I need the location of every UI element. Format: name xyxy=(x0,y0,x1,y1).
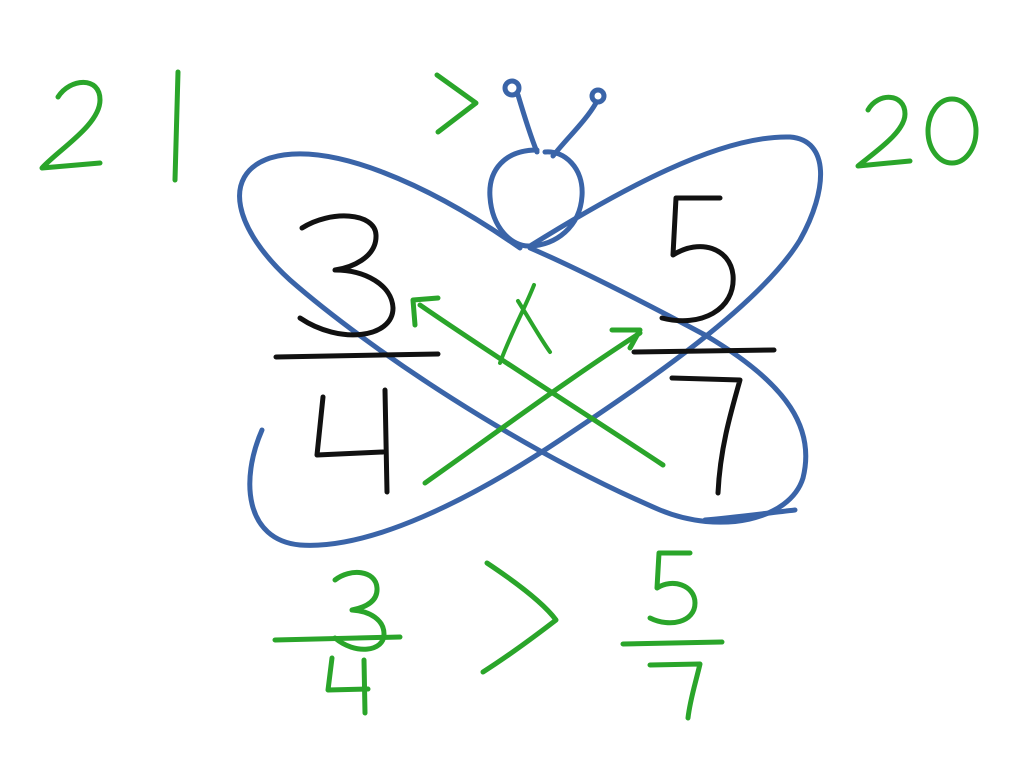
butterfly-drawing-icon xyxy=(237,78,824,548)
cross-multiply-arrows-icon xyxy=(410,295,666,486)
right-fraction: 5 xyxy=(631,195,777,496)
answer-left-fraction: 3 xyxy=(272,570,403,716)
answer-right-fraction: 5 xyxy=(620,550,725,721)
multiplication-sign: x xyxy=(498,283,552,365)
answer-comparison-sign: > xyxy=(480,560,559,675)
left-fraction: 3 xyxy=(273,213,441,495)
left-cross-product: 21 xyxy=(39,69,181,183)
right-cross-product: 20 xyxy=(855,94,979,169)
top-comparison-sign: > xyxy=(434,72,479,135)
